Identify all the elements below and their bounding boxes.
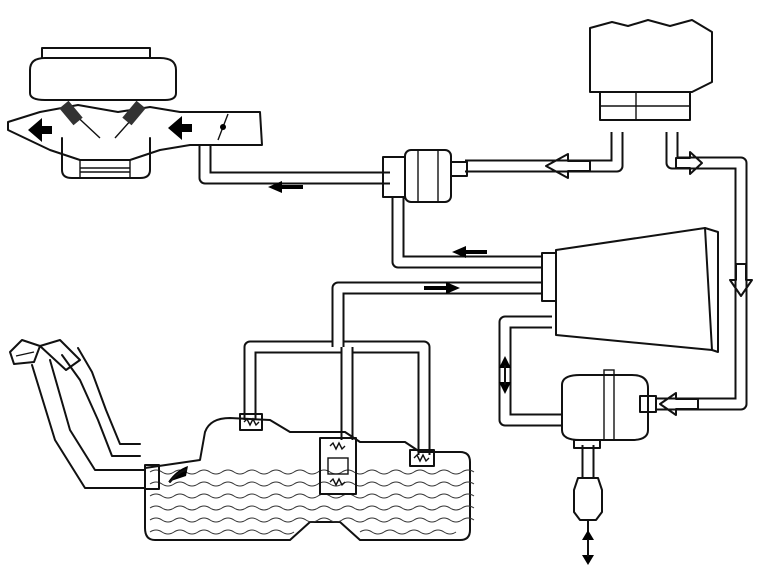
arrow-left-icon [268, 181, 303, 193]
rollover-valve [239, 413, 263, 431]
ecu-body [589, 19, 713, 93]
hollow-arrow-left-icon [659, 392, 699, 416]
tank-separator-valve [319, 437, 357, 495]
flow-arrows [268, 151, 753, 416]
purge-valve [382, 149, 468, 203]
pipe-network [31, 132, 748, 489]
pressure-check-valve [561, 369, 657, 449]
bidirectional-arrow-icon [499, 356, 511, 394]
bidirectional-arrow-icon [582, 530, 594, 565]
flow-arrow-icon [28, 118, 52, 142]
hollow-arrow-down-icon [729, 263, 753, 297]
hollow-arrow-left-icon [545, 153, 591, 179]
air-filter [573, 477, 603, 565]
filler-neck [9, 339, 81, 371]
ecu-unit [589, 19, 713, 121]
arrow-left-icon [452, 246, 487, 258]
charcoal-canister [541, 227, 719, 353]
flow-arrow-icon [168, 116, 192, 140]
engine-cylinder-head [7, 47, 263, 179]
rollover-valve [409, 449, 435, 467]
hollow-arrow-right-icon [675, 151, 703, 175]
fuel-tank [144, 413, 475, 541]
fuel-surface-waves [149, 469, 475, 535]
arrow-right-icon [424, 282, 460, 294]
